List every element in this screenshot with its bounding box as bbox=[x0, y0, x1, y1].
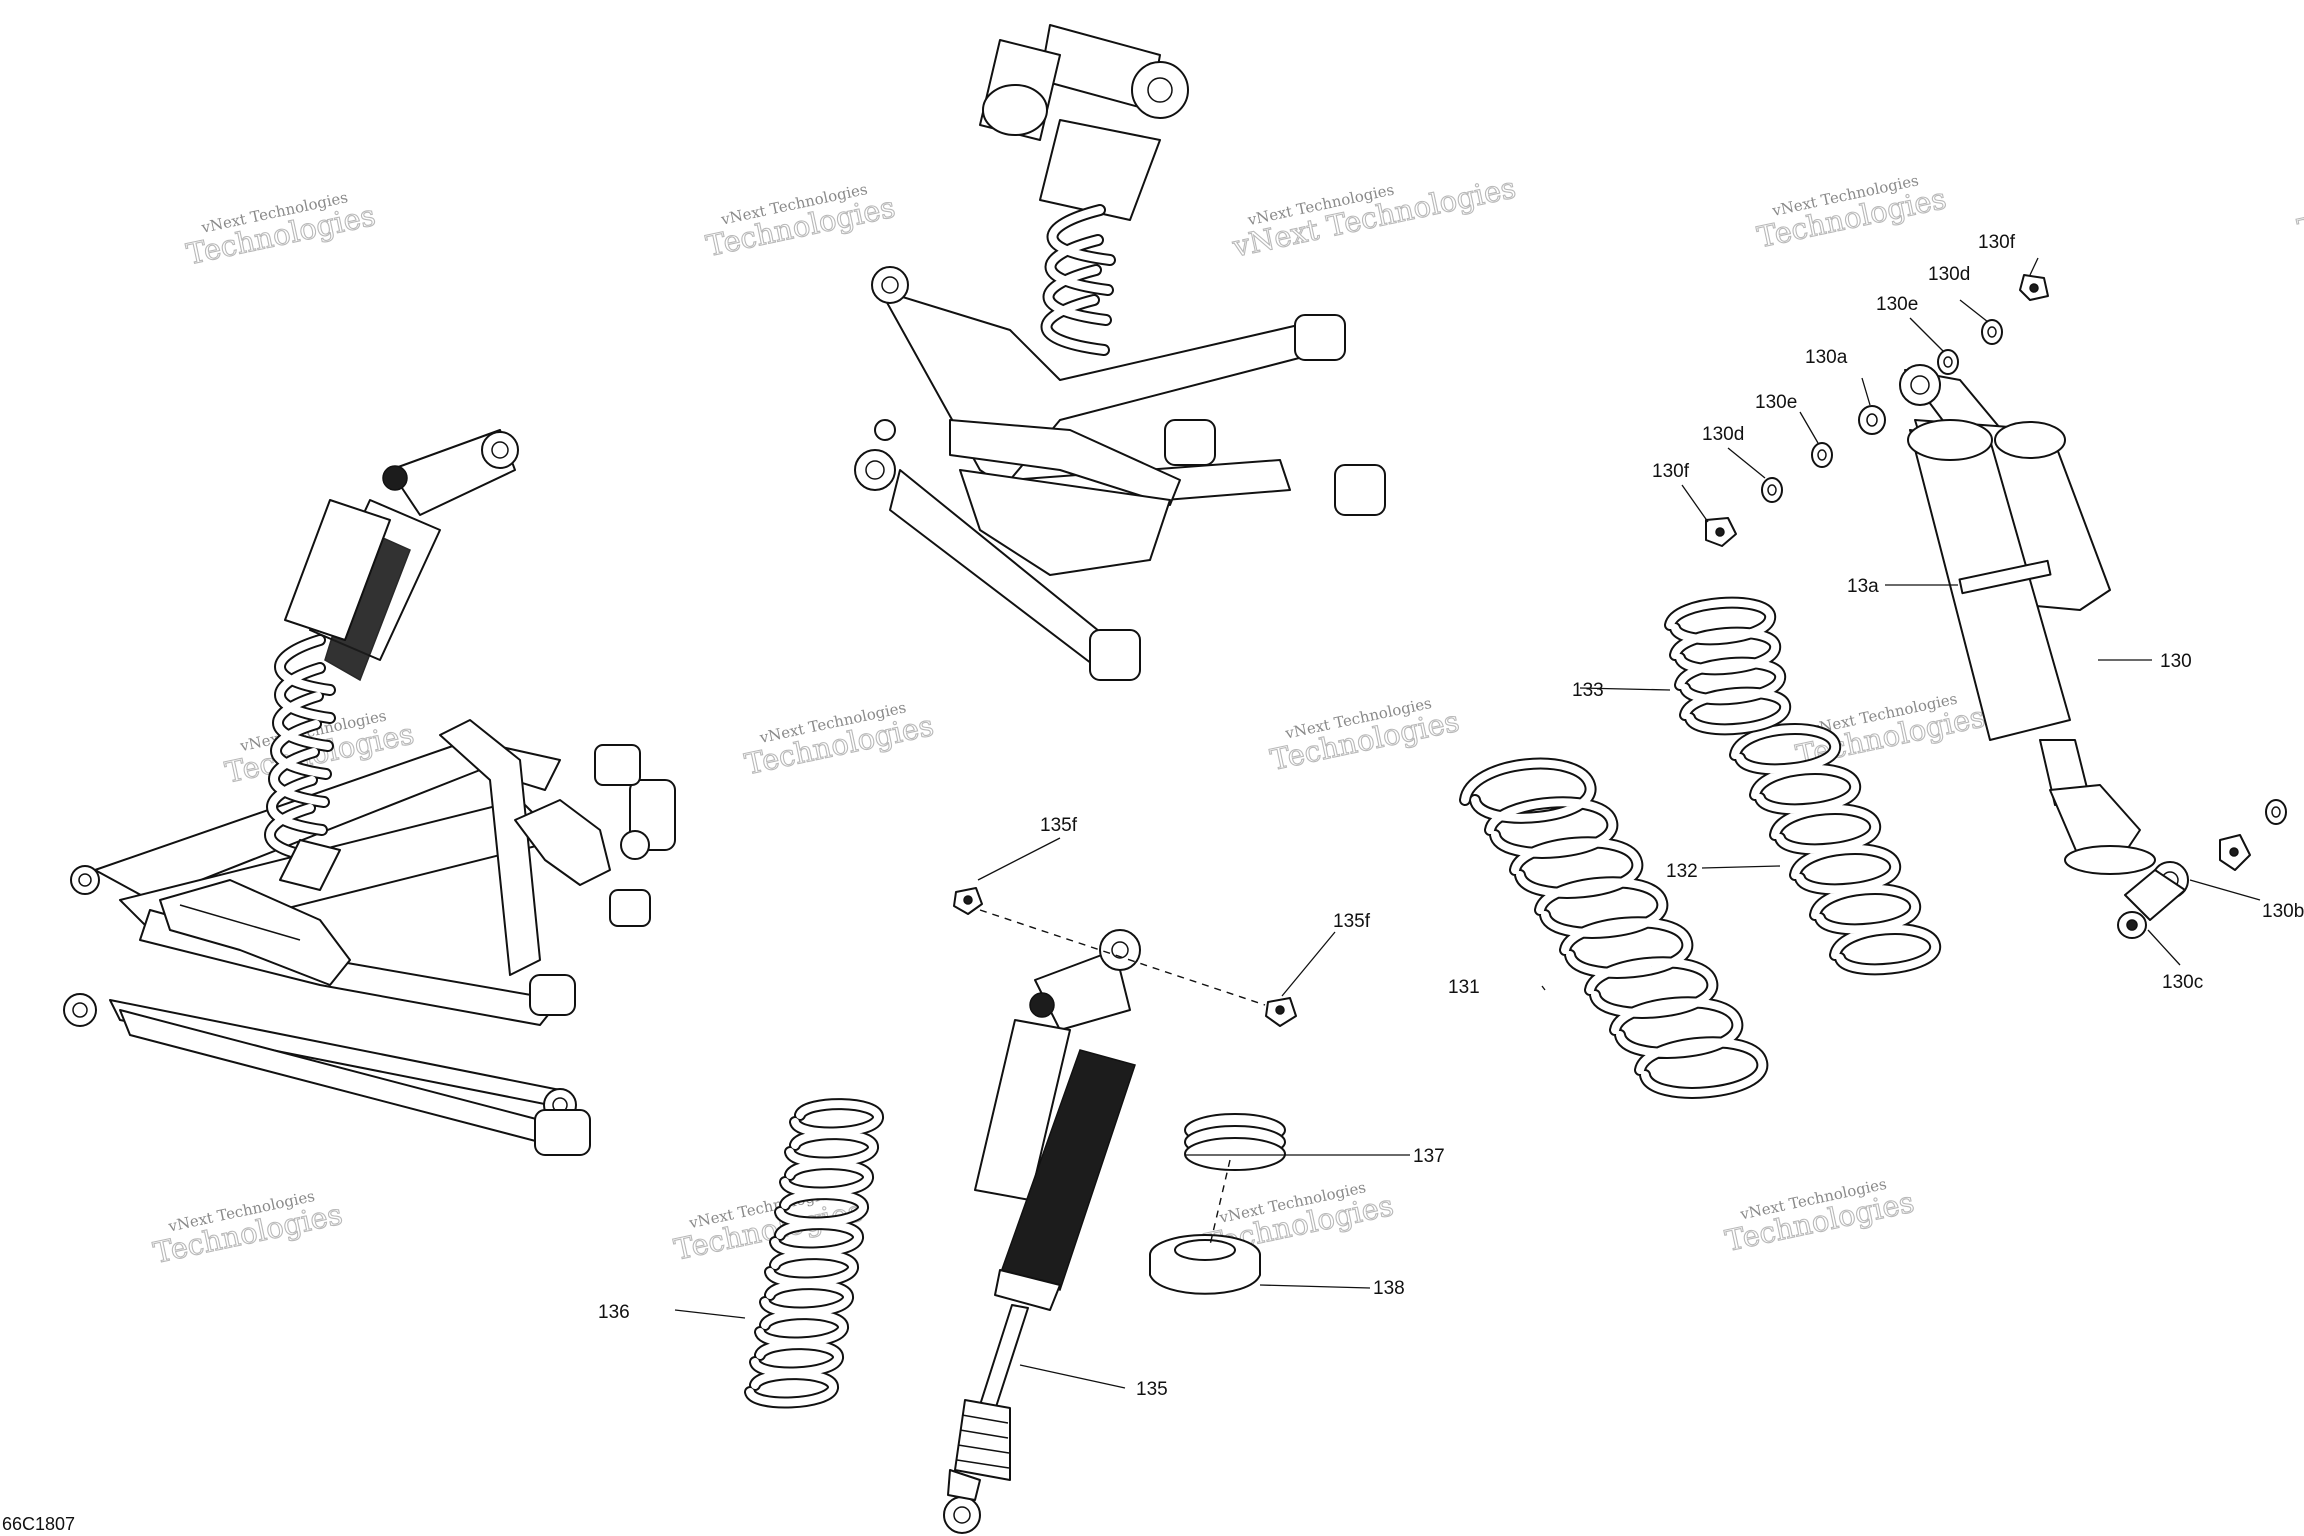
callout-130: 130 bbox=[2160, 651, 2192, 672]
leader-lines bbox=[674, 257, 2261, 1389]
nut-icon bbox=[2219, 834, 2251, 871]
spring-seat-137-icon bbox=[1184, 1113, 1286, 1171]
spring-retainer-138-icon bbox=[1149, 1234, 1261, 1295]
callout-13a: 13a bbox=[1847, 576, 1879, 597]
callout-130a: 130a bbox=[1805, 347, 1848, 368]
washer-icon bbox=[1981, 319, 2003, 345]
left-suspension-assembly-icon bbox=[63, 429, 676, 1156]
callout-130e-lower: 130e bbox=[1755, 392, 1797, 413]
nut-icon bbox=[2117, 911, 2147, 939]
callout-132: 132 bbox=[1666, 861, 1698, 882]
nut-icon bbox=[953, 887, 983, 915]
coil-spring-131-icon bbox=[1459, 757, 1769, 1099]
callout-130f-lower: 130f bbox=[1652, 461, 1690, 482]
callout-133: 133 bbox=[1572, 680, 1604, 701]
nut-icon bbox=[1858, 405, 1886, 435]
callout-135f-left: 135f bbox=[1040, 815, 1078, 836]
callout-130d-lower: 130d bbox=[1702, 424, 1744, 445]
coil-spring-133-icon bbox=[1664, 596, 1791, 736]
top-center-suspension-assembly-icon bbox=[854, 24, 1386, 681]
washer-icon bbox=[1811, 442, 1833, 468]
callout-130b: 130b bbox=[2262, 901, 2304, 922]
washer-icon bbox=[2265, 799, 2287, 825]
callout-130d-upper: 130d bbox=[1928, 264, 1970, 285]
coil-spring-136-icon bbox=[744, 1098, 884, 1409]
callout-135: 135 bbox=[1136, 1379, 1168, 1400]
callout-130e-upper: 130e bbox=[1876, 294, 1918, 315]
nut-icon bbox=[2019, 274, 2049, 301]
callout-130c: 130c bbox=[2162, 972, 2203, 993]
shock-absorber-135-icon bbox=[943, 929, 1141, 1534]
washer-icon bbox=[1761, 477, 1783, 503]
nut-icon bbox=[1705, 517, 1737, 547]
watermark-text: Technologies bbox=[2295, 174, 2304, 247]
drawing-id: 66C1807 bbox=[2, 1514, 75, 1534]
callout-135f-right: 135f bbox=[1333, 911, 1371, 932]
nut-icon bbox=[1265, 997, 1297, 1027]
shock-absorber-130-icon bbox=[1899, 364, 2189, 921]
callout-131: 131 bbox=[1448, 977, 1480, 998]
washer-icon bbox=[1937, 349, 1959, 375]
callout-138: 138 bbox=[1373, 1278, 1405, 1299]
coil-spring-132-icon bbox=[1729, 723, 1941, 976]
callout-137: 137 bbox=[1413, 1146, 1445, 1167]
callout-136: 136 bbox=[598, 1302, 630, 1323]
callout-130f-upper: 130f bbox=[1978, 232, 2016, 253]
hardware-130-set bbox=[1705, 274, 2287, 939]
